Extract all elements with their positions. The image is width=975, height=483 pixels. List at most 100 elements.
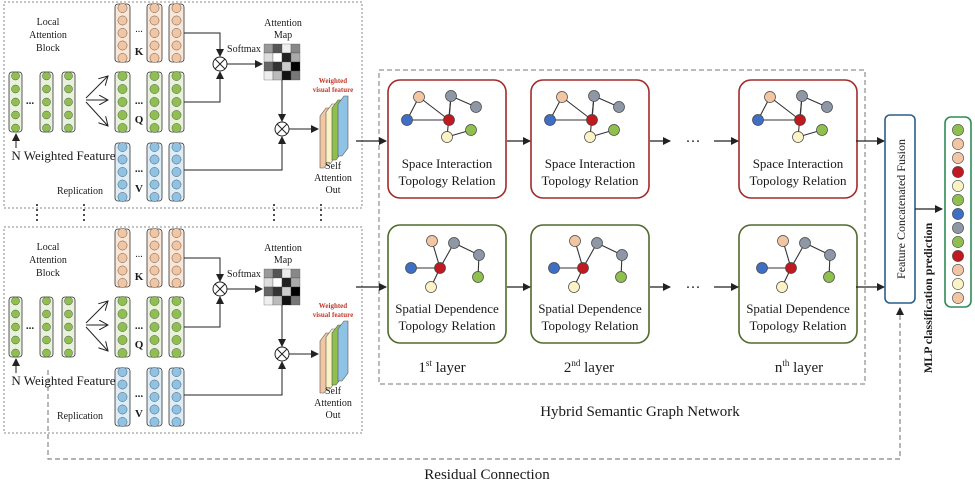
v-col-3-node [171,367,182,377]
q-col-3-node [171,296,182,306]
input-col-2-node [42,322,51,332]
input-col-2 [39,71,54,133]
attention-map-cell [281,277,292,288]
v-col-1-node [117,192,128,202]
input-col-1-node [11,123,20,133]
k-col-1-node [117,228,128,238]
k-col-3-node [171,40,182,51]
k-col-3 [168,3,185,63]
q-col-2-node [149,110,160,120]
input-col-1-node [11,322,20,332]
multiply-icon-1-x [214,58,226,70]
output-node-peach [952,138,964,150]
spatial-graph-icon [756,235,836,293]
k-col-2-node [149,253,160,263]
input-col-3-node [64,296,73,306]
graph-node-cream [425,281,437,293]
v-col-2 [146,367,163,427]
attention-map-cell [290,286,301,297]
output-node-peach [952,152,964,164]
weighted-label-line2: visual feature [313,311,354,319]
output-node-red [952,166,964,178]
k-col-1-node [117,28,128,38]
arrow-to-k [85,76,108,99]
input-col-2-node [42,84,51,94]
v-col-2-node [149,142,160,152]
k-col-2 [146,228,163,288]
q-ellipsis: ... [135,320,144,332]
q-col-3-node [171,309,182,319]
output-node-cream [952,180,964,192]
q-col-2-node [149,322,160,332]
card-title-line2: Topology Relation [399,173,496,188]
map-title-line2: Map [274,255,292,266]
v-to-mul2 [184,136,286,171]
q-col-2-node [149,71,160,81]
input-col-1-node [11,71,20,81]
k-col-3-node [171,15,182,26]
graph-node-peach [426,235,438,247]
k-col-2-node [149,40,160,51]
k-col-2-node [149,3,160,13]
attention-map-cell [263,43,274,54]
attention-map-cell [263,70,274,81]
k-col-1-node [117,253,128,263]
q-col-1 [114,71,131,133]
map-title-line1: Attention [264,243,302,254]
v-label: V [135,408,143,420]
input-col-3-node [64,335,73,345]
v-col-1-node [117,392,128,402]
softmax-label: Softmax [227,269,261,280]
v-col-3-node [171,167,182,177]
input-ellipsis: ... [26,320,35,332]
v-col-1 [114,142,131,202]
attention-map-cell [290,268,301,279]
q-col-3-node [171,84,182,94]
map-title-line1: Attention [264,18,302,29]
attention-map-cell [290,295,301,306]
output-node-peach [952,264,964,276]
out-label-line3: Out [326,410,341,421]
k-col-1-node [117,265,128,276]
attention-map-cell [290,52,301,63]
q-col-2-node [149,84,160,94]
k-col-2-node [149,28,160,38]
graph-node-gray [616,249,628,261]
k-col-2 [146,3,163,63]
block-title-line3: Block [36,268,60,279]
q-col-2-node [149,97,160,107]
attention-map-cell [281,286,292,297]
v-col-3-node [171,417,182,427]
v-col-2-node [149,179,160,190]
v-col-2-node [149,417,160,427]
graph-node-gray [448,237,460,249]
input-col-2-node [42,309,51,319]
v-col-2 [146,142,163,202]
k-col-3-node [171,228,182,238]
layer-label-1: 1st layer [418,358,465,376]
graph-node-peach [764,91,776,103]
attention-map-cell [272,286,283,297]
graph-node-green [472,271,484,283]
block-connectors [36,204,322,224]
card-title-line2: Topology Relation [750,173,847,188]
softmax-label: Softmax [227,44,261,55]
input-col-2-node [42,110,51,120]
replication-label: Replication [57,411,103,422]
graph-node-peach [569,235,581,247]
v-col-2-node [149,192,160,202]
attention-map-cell [290,61,301,72]
block-frame [3,226,363,434]
card-title-line1: Spatial Dependence [395,301,499,316]
input-col-3-node [64,348,73,358]
k-col-1 [114,228,131,288]
v-col-2-node [149,154,160,165]
v-col-3 [168,142,185,202]
input-col-3-node [64,322,73,332]
graph-node-red [785,262,797,274]
space-graph-icon [544,90,625,143]
graph-node-cream [568,281,580,293]
